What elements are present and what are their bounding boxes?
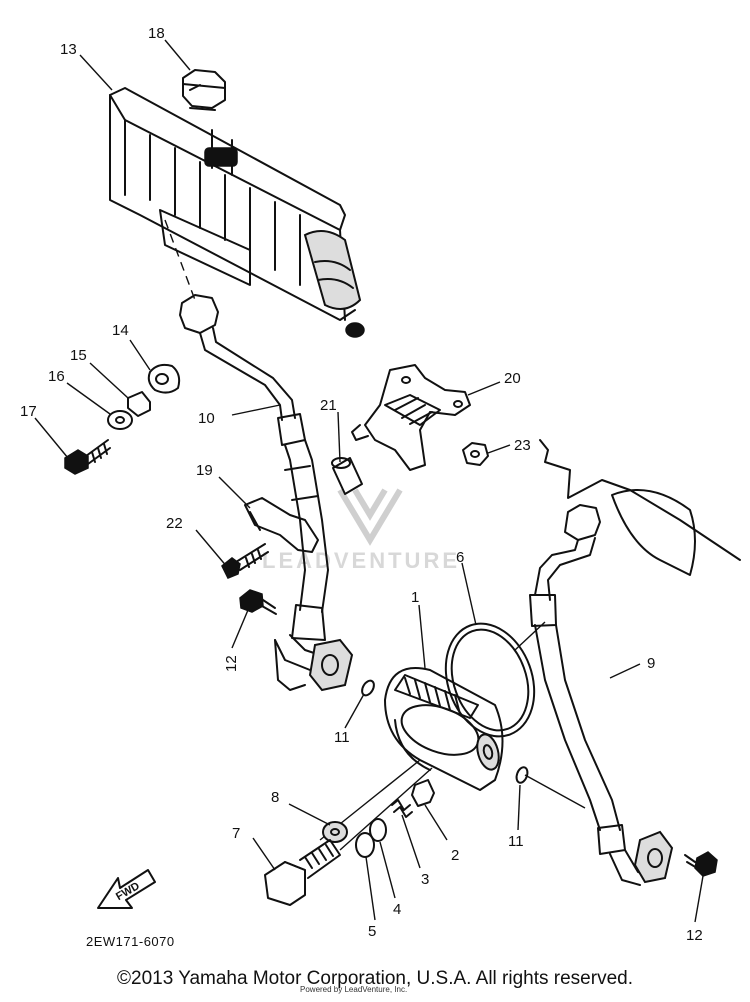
collar-15	[127, 391, 151, 417]
filter-housing-1	[384, 667, 504, 791]
washer-5	[355, 832, 375, 858]
callout-12-left: 12	[223, 655, 240, 672]
callout-20: 20	[504, 370, 521, 387]
bolt-12-left	[239, 589, 277, 615]
callout-6: 6	[456, 549, 464, 566]
watermark-text: LEADVENTURE	[262, 548, 460, 573]
ring-4	[369, 818, 387, 842]
bracket-20	[351, 364, 471, 471]
callout-3: 3	[421, 871, 429, 888]
callout-8: 8	[271, 789, 279, 806]
hose-9	[529, 504, 674, 886]
callout-13: 13	[60, 41, 77, 58]
nut-23	[462, 442, 489, 466]
callout-5: 5	[368, 923, 376, 940]
frame-outline	[539, 439, 741, 561]
callout-1: 1	[411, 589, 419, 606]
callout-10: 10	[198, 410, 215, 427]
clamp-19	[244, 497, 319, 553]
callout-7: 7	[232, 825, 240, 842]
fwd-arrow-icon: FWD	[97, 869, 156, 909]
copyright-notice: ©2013 Yamaha Motor Corporation, U.S.A. A…	[117, 968, 633, 989]
cap-18	[182, 69, 226, 111]
callout-22: 22	[166, 515, 183, 532]
bolt-7	[264, 839, 341, 906]
oil-cooler-13	[109, 84, 365, 338]
o-ring-11-right	[515, 766, 529, 784]
washer-16	[107, 410, 133, 430]
callout-2: 2	[451, 847, 459, 864]
bolt-17	[64, 439, 111, 475]
callout-11-right: 11	[508, 833, 524, 850]
callout-19: 19	[196, 462, 213, 479]
o-ring-6-inner	[450, 628, 530, 732]
callout-leaders	[34, 39, 704, 923]
parts-diagram: LEADVENTURE	[20, 25, 741, 949]
watermark-logo: LEADVENTURE	[262, 488, 460, 573]
callout-15: 15	[70, 347, 87, 364]
spring-3	[391, 799, 413, 818]
callout-17: 17	[20, 403, 37, 420]
frame-plate	[611, 489, 696, 576]
callout-23: 23	[514, 437, 531, 454]
o-ring-11-left	[361, 679, 375, 697]
washer-8	[322, 821, 348, 843]
block-2	[411, 779, 435, 807]
damper-21	[331, 457, 363, 495]
screw-22	[221, 543, 269, 579]
hose-10	[179, 294, 354, 692]
diagram-code: 2EW171-6070	[86, 934, 175, 949]
callout-11-left: 11	[334, 729, 350, 746]
callout-9: 9	[647, 655, 655, 672]
callout-14: 14	[112, 322, 129, 339]
bolt-12-right	[684, 851, 718, 877]
powered-by-credit: Powered by LeadVenture, Inc.	[300, 985, 408, 994]
callout-12-right: 12	[686, 927, 703, 944]
assembly-line	[339, 767, 433, 851]
callout-4: 4	[393, 901, 401, 918]
grommet-14	[147, 363, 181, 394]
callout-21: 21	[320, 397, 337, 414]
callout-16: 16	[48, 368, 65, 385]
callout-18: 18	[148, 25, 165, 42]
